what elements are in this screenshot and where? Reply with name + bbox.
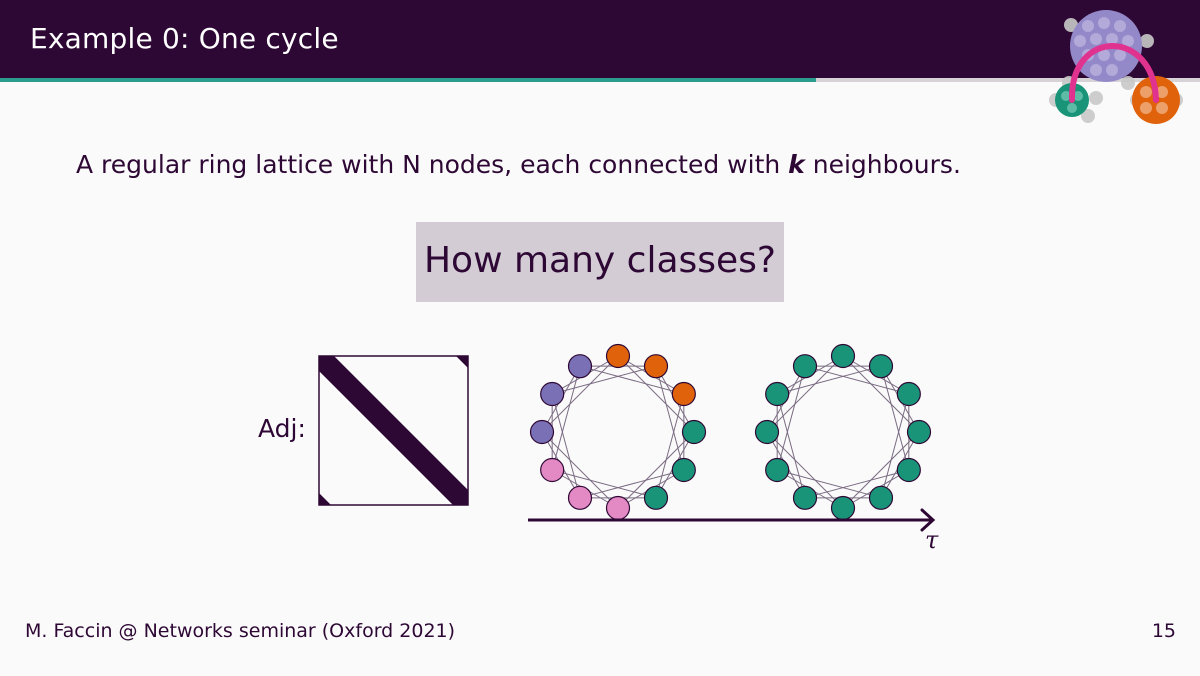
ring-right-node [754,419,780,445]
ring-edge [617,431,695,509]
matrix-corner-top-right [456,356,468,368]
ring-left-node [681,419,707,445]
ring-left-edges [541,355,695,509]
footer-credit: M. Faccin @ Networks seminar (Oxford 202… [25,620,456,642]
tau-axis-arrowhead [920,508,936,532]
matrix-corner-bottom-left [319,493,331,505]
progress-bar [0,78,1200,82]
ring-edge [842,431,920,509]
progress-bar-fill [0,78,816,82]
ring-edge [579,469,684,499]
ring-edge [777,469,882,499]
lead-text-end: neighbours. [804,150,961,179]
ring-edge [541,355,619,433]
ring-left-node [671,381,696,407]
ring-edge [552,469,657,499]
ring-left-node [540,457,565,483]
tau-axis: τ [528,508,939,554]
ring-left-node [643,485,669,510]
ring-edge [766,431,844,509]
ring-left-node [605,495,631,521]
adjacency-label: Adj: [258,414,306,443]
ring-lattice-figure: τ [318,343,939,554]
ring-edge [551,366,581,471]
ring-right-node [868,485,894,510]
ring-right-node [765,381,790,407]
question-box: How many classes? [416,222,784,302]
ring-edge [579,365,684,395]
network-logo-icon [1049,10,1183,124]
page-number: 15 [1151,620,1176,642]
matrix-diagonal-band [319,356,468,505]
ring-edge [776,366,806,471]
ring-edge [551,393,581,498]
ring-right-node [868,354,894,379]
ring-edge [541,431,619,509]
ring-right-node [792,485,818,510]
ring-left-node [643,354,669,379]
ring-edge [880,393,910,498]
header-bar: Example 0: One cycle [0,0,1200,78]
ring-edge [842,355,920,433]
ring-lattice-left [529,343,707,521]
tau-axis-label: τ [925,526,939,554]
ring-right-edges [766,355,920,509]
ring-edge [804,365,909,395]
ring-right-node [896,457,921,483]
ring-left-node [540,381,565,407]
ring-left-node [567,485,593,510]
ring-edge [777,365,882,395]
ring-edge [880,366,910,471]
ring-left-node [671,457,696,483]
ring-right-node [830,495,856,521]
ring-lattice-right [754,343,932,521]
lead-sentence: A regular ring lattice with N nodes, eac… [76,150,961,179]
ring-edge [766,355,844,433]
ring-right-node [830,343,856,369]
adjacency-matrix [318,355,469,506]
slide-title: Example 0: One cycle [30,22,339,55]
ring-right-node [765,457,790,483]
matrix-frame [318,355,469,506]
ring-right-node [792,354,818,379]
ring-edge [617,355,695,433]
ring-edge [655,366,685,471]
question-text: How many classes? [423,240,777,281]
ring-left-node [529,419,555,445]
ring-edge [655,393,685,498]
ring-left-node [605,343,631,369]
ring-left-node [567,354,593,379]
ring-edge [776,393,806,498]
ring-edge [804,469,909,499]
ring-edge [552,365,657,395]
lead-text-start: A regular ring lattice with N nodes, eac… [76,150,789,179]
ring-right-node [896,381,921,407]
lead-variable-k: k [788,150,805,179]
ring-right-node [906,419,932,445]
